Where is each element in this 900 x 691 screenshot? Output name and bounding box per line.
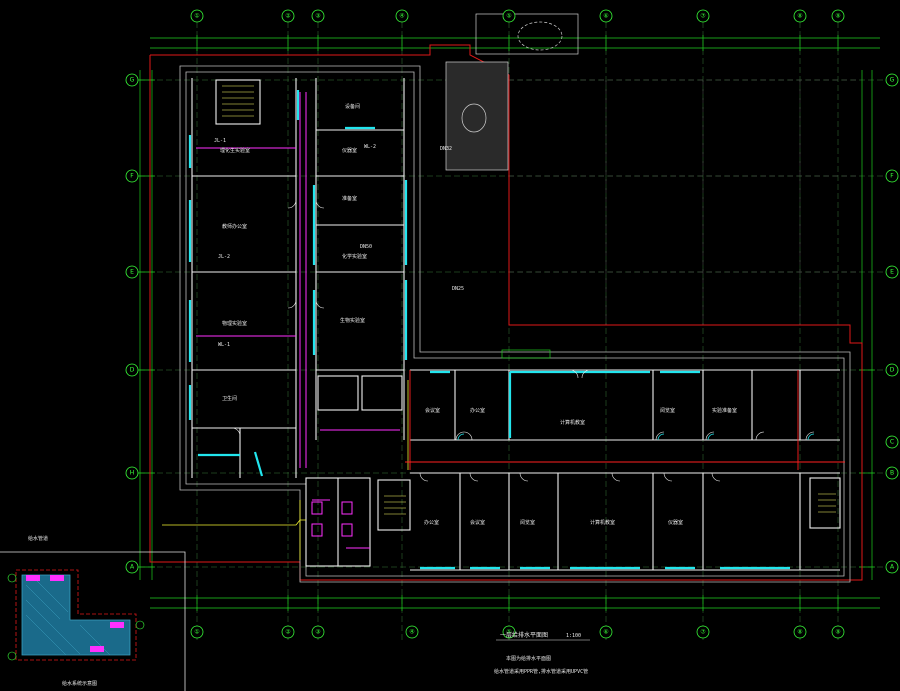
- room-label: 生物实验室: [340, 317, 365, 324]
- room-label: 设备间: [345, 103, 360, 110]
- room-label: 实验准备室: [712, 407, 737, 414]
- svg-text:④: ④: [399, 13, 404, 20]
- room-label: 会议室: [425, 407, 440, 414]
- svg-text:⑦: ⑦: [700, 13, 706, 20]
- svg-text:A: A: [890, 564, 895, 571]
- grid-bubbles: [125, 9, 899, 639]
- pipe-tag: DN25: [452, 286, 464, 292]
- svg-text:D: D: [890, 367, 895, 374]
- svg-text:E: E: [890, 269, 894, 276]
- room-label: 教师办公室: [222, 223, 247, 230]
- svg-text:②: ②: [285, 629, 291, 636]
- keymap-inset: 给水管道 给水系统示意图: [0, 535, 186, 691]
- future-area-grid: [509, 79, 860, 325]
- interior-walls: [191, 78, 841, 571]
- svg-text:H: H: [130, 470, 135, 477]
- svg-text:E: E: [130, 269, 134, 276]
- pipe-tag: JL-2: [218, 254, 230, 260]
- pipe-tag: WL-2: [364, 144, 376, 150]
- svg-text:D: D: [130, 367, 135, 374]
- room-label: 物理实验室: [222, 320, 247, 327]
- svg-text:G: G: [130, 77, 135, 84]
- drawing-note-2: 给水管道采用PPR管,排水管道采用UPVC管: [494, 668, 588, 675]
- svg-text:①: ①: [194, 13, 199, 20]
- svg-text:C: C: [890, 439, 894, 446]
- svg-text:G: G: [890, 77, 895, 84]
- svg-text:⑨: ⑨: [835, 629, 840, 636]
- drain-pipes: [196, 92, 400, 549]
- keymap-note: 给水管道: [28, 535, 48, 542]
- svg-text:③: ③: [315, 13, 320, 20]
- room-label: 计算机教室: [560, 419, 585, 426]
- fire-pipes: [405, 370, 845, 470]
- svg-text:F: F: [130, 173, 134, 180]
- drawing-title: 一层给排水平面图: [500, 631, 548, 639]
- drawing-note-1: 本图为给排水平面图: [506, 655, 551, 662]
- svg-text:⑥: ⑥: [603, 629, 608, 636]
- pipe-tags: JL-1 JL-2 WL-1 WL-2 DN50 DN32 DN25: [214, 138, 464, 348]
- windows: [188, 90, 790, 570]
- building-outline: [179, 65, 851, 583]
- dimension-lines: [139, 37, 880, 609]
- room-labels: 设备间 理化生实验室 教师办公室 仪器室 准备室 化学实验室 物理实验室 生物实…: [220, 103, 737, 526]
- doors: [231, 199, 815, 482]
- svg-text:④: ④: [409, 629, 414, 636]
- svg-text:⑤: ⑤: [506, 629, 511, 636]
- room-label: 阅览室: [660, 407, 675, 414]
- pipe-tag: DN32: [440, 146, 452, 152]
- svg-text:⑤: ⑤: [506, 13, 511, 20]
- drawing-scale: 1:100: [566, 633, 581, 639]
- svg-text:⑥: ⑥: [603, 13, 608, 20]
- pipe-tag: JL-1: [214, 138, 226, 144]
- room-label: 理化生实验室: [220, 147, 250, 154]
- svg-text:⑧: ⑧: [797, 629, 802, 636]
- room-label: 仪器室: [668, 519, 683, 526]
- pipe-tag: WL-1: [218, 342, 230, 348]
- supply-pipes: [162, 380, 409, 560]
- room-label: 办公室: [470, 407, 485, 414]
- room-label: 卫生间: [222, 395, 237, 402]
- svg-text:⑨: ⑨: [835, 13, 840, 20]
- svg-text:⑧: ⑧: [797, 13, 802, 20]
- pipe-tag: DN50: [360, 244, 372, 250]
- room-label: 阅览室: [520, 519, 535, 526]
- svg-text:A: A: [130, 564, 135, 571]
- svg-text:⑦: ⑦: [700, 629, 706, 636]
- keymap-title: 给水系统示意图: [62, 680, 97, 687]
- title-block: 一层给排水平面图 1:100 本图为给排水平面图 给水管道采用PPR管,排水管道…: [494, 631, 590, 675]
- grid-bubble-labels: ① ② ③ ④ ⑤ ⑥ ⑦ ⑧ ⑨ ① ② ③ ④ ⑤ ⑥ ⑦ ⑧ ⑨ G F …: [130, 13, 895, 636]
- svg-text:①: ①: [194, 629, 199, 636]
- room-label: 计算机教室: [590, 519, 615, 526]
- room-label: 办公室: [424, 519, 439, 526]
- room-label: 准备室: [342, 195, 357, 202]
- svg-text:B: B: [890, 470, 894, 477]
- room-label: 仪器室: [342, 147, 357, 154]
- stair-treads: [222, 85, 836, 515]
- room-label: 化学实验室: [342, 253, 367, 260]
- room-label: 会议室: [470, 519, 485, 526]
- svg-text:F: F: [890, 173, 894, 180]
- axis-grid-lines: [130, 22, 890, 640]
- dimension-ticks: [137, 35, 875, 611]
- svg-text:②: ②: [285, 13, 291, 20]
- svg-text:③: ③: [315, 629, 320, 636]
- equipment-area: [445, 13, 579, 359]
